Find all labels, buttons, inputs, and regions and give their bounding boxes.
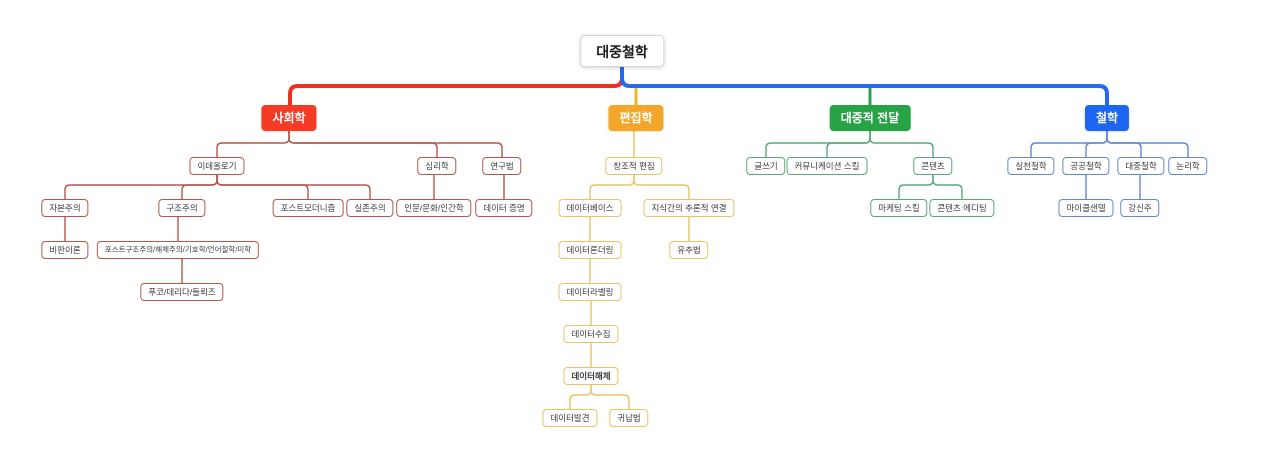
edge-ideology-to-capitalism xyxy=(64,175,218,199)
node-existentialism[interactable]: 실존주의 xyxy=(346,199,394,217)
node-data-deconstruction[interactable]: 데이터해체 xyxy=(563,367,619,385)
node-structuralism[interactable]: 구조주의 xyxy=(158,199,206,217)
edge-philosophy-to-popular-philosophy-sub xyxy=(1106,131,1142,157)
node-michael-sandel[interactable]: 마이클샌델 xyxy=(1058,199,1114,217)
edge-sociology-to-psychology xyxy=(288,131,438,157)
node-popular-philosophy[interactable]: 대중철학 xyxy=(580,35,664,67)
node-foucault-derrida-deleuze[interactable]: 푸코/데리다/들뢰즈 xyxy=(140,283,224,301)
edge-sociology-to-ideology xyxy=(216,131,290,157)
node-public-delivery[interactable]: 대중적 전달 xyxy=(829,105,911,131)
node-editology[interactable]: 편집학 xyxy=(608,105,664,131)
node-capitalism[interactable]: 자본주의 xyxy=(41,199,89,217)
edge-data-deconstruction-to-data-discovery xyxy=(569,385,592,409)
node-contents[interactable]: 콘텐츠 xyxy=(913,157,953,175)
node-philosophy[interactable]: 철학 xyxy=(1084,105,1130,131)
node-logic[interactable]: 논리학 xyxy=(1168,157,1208,175)
edge-public-delivery-to-communication-skills xyxy=(826,131,871,157)
node-marketing-skills[interactable]: 마케팅 스킬 xyxy=(870,199,928,217)
node-poststructuralism-group[interactable]: 포스트구조주의/해체주의/기호학/언어철학/미학 xyxy=(96,241,260,259)
node-creative-editing[interactable]: 창조적 편집 xyxy=(605,157,663,175)
node-data-collection[interactable]: 데이터수집 xyxy=(563,325,619,343)
node-research-method[interactable]: 연구법 xyxy=(482,157,522,175)
node-ideology[interactable]: 이데올로기 xyxy=(189,157,245,175)
node-data-proof[interactable]: 데이터 증명 xyxy=(475,199,533,217)
edge-philosophy-to-practical-philosophy xyxy=(1030,131,1108,157)
edge-public-delivery-to-contents xyxy=(869,131,934,157)
edge-creative-editing-to-database xyxy=(589,175,635,199)
node-communication-skills[interactable]: 커뮤니케이션 스킬 xyxy=(786,157,868,175)
edge-philosophy-to-logic xyxy=(1106,131,1189,157)
edge-philosophy-to-public-philosophy xyxy=(1085,131,1108,157)
node-contents-editing[interactable]: 콘텐츠 에디팅 xyxy=(929,199,995,217)
node-data-discovery[interactable]: 데이터발견 xyxy=(542,409,598,427)
edge-contents-to-marketing-skills xyxy=(898,175,934,199)
node-public-philosophy[interactable]: 공공철학 xyxy=(1062,157,1110,175)
trunk-blue xyxy=(620,67,1109,105)
edge-contents-to-contents-editing xyxy=(932,175,963,199)
node-writing[interactable]: 글쓰기 xyxy=(746,157,786,175)
node-postmodernism[interactable]: 포스트모더니즘 xyxy=(272,199,344,217)
edge-public-delivery-to-writing xyxy=(765,131,871,157)
edge-sociology-to-research-method xyxy=(288,131,503,157)
node-inferential-connection[interactable]: 지식간의 추론적 연결 xyxy=(643,199,735,217)
node-kang-shin-ju[interactable]: 강신주 xyxy=(1120,199,1160,217)
node-psychology[interactable]: 심리학 xyxy=(417,157,457,175)
node-data-labeling[interactable]: 데이터라벨링 xyxy=(558,283,622,301)
node-popular-philosophy-sub[interactable]: 대중철학 xyxy=(1117,157,1165,175)
edge-ideology-to-postmodernism xyxy=(216,175,309,199)
trunk-red xyxy=(288,67,624,105)
node-analogy-method[interactable]: 유추법 xyxy=(669,241,709,259)
node-humanities-culture-anthropology[interactable]: 인문/문화/인간학 xyxy=(396,199,472,217)
node-practical-philosophy[interactable]: 실천철학 xyxy=(1007,157,1055,175)
node-critical-theory[interactable]: 비판이론 xyxy=(41,241,89,259)
edge-ideology-to-structuralism xyxy=(181,175,218,199)
node-data-laundering[interactable]: 데이터론더링 xyxy=(558,241,622,259)
node-sociology[interactable]: 사회학 xyxy=(261,105,317,131)
node-database[interactable]: 데이터베이스 xyxy=(558,199,622,217)
node-induction-method[interactable]: 귀납법 xyxy=(609,409,649,427)
edge-creative-editing-to-inferential-connection xyxy=(633,175,690,199)
edge-ideology-to-existentialism xyxy=(216,175,371,199)
edge-data-deconstruction-to-induction-method xyxy=(590,385,630,409)
